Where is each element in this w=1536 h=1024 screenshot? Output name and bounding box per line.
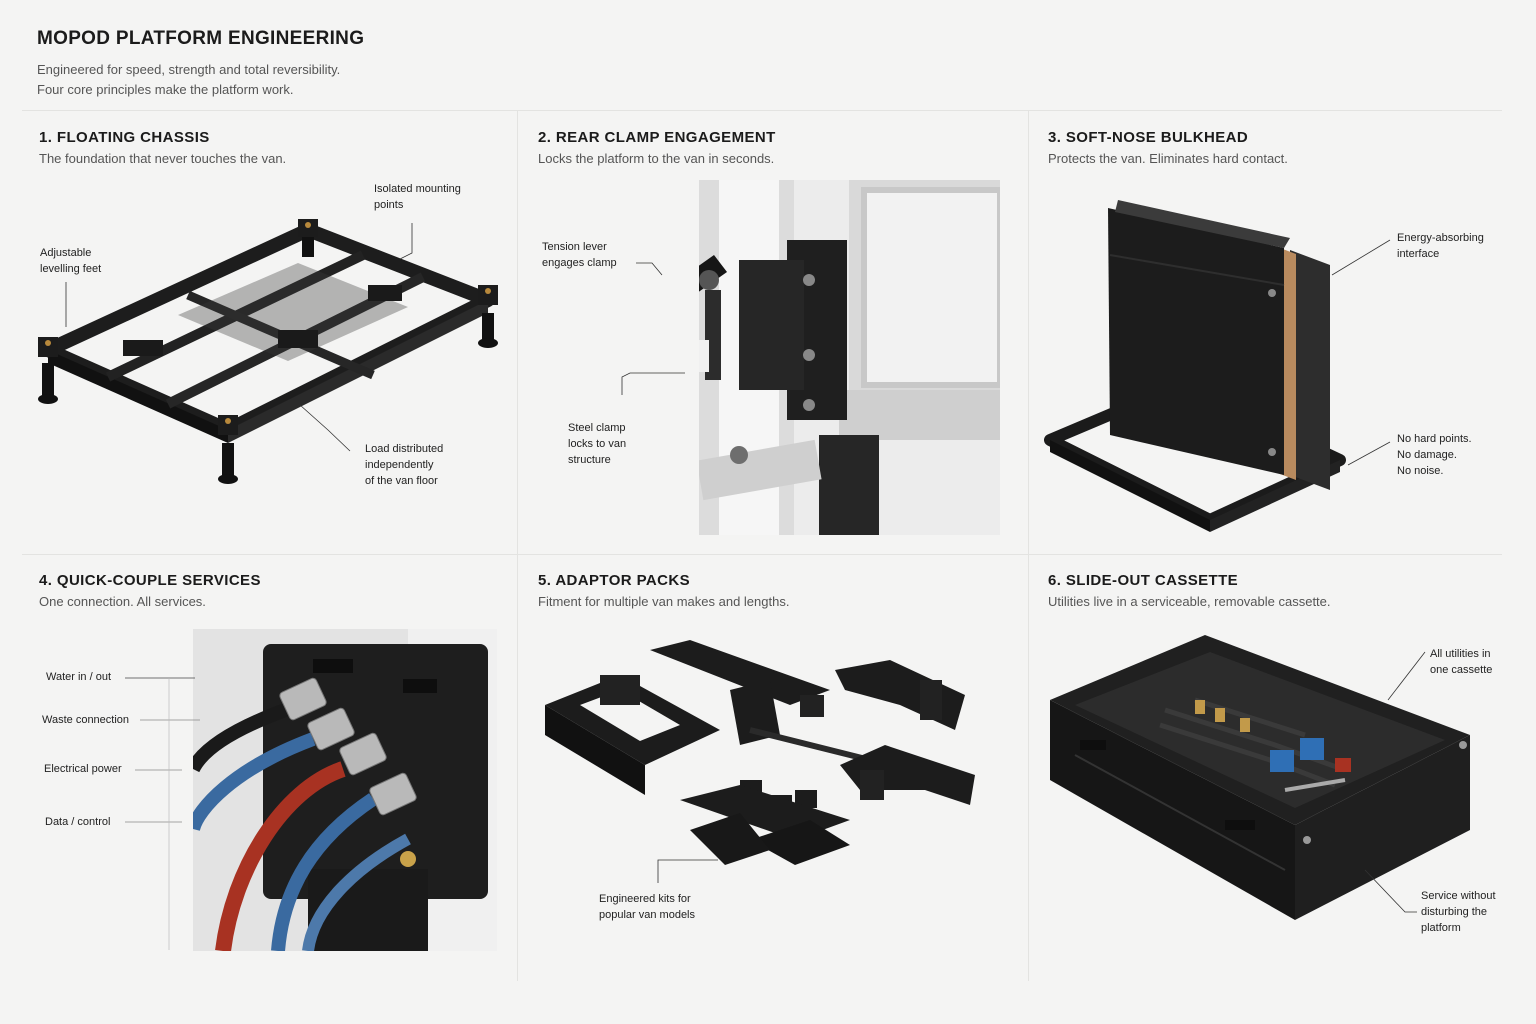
panel-title: 1. FLOATING CHASSIS	[39, 129, 210, 146]
panel-description: The foundation that never touches the va…	[39, 151, 287, 166]
panel-description: One connection. All services.	[39, 594, 206, 609]
adaptor-packs-illustration	[545, 640, 975, 883]
panel-description: Fitment for multiple van makes and lengt…	[538, 594, 790, 609]
subtitle-line-2: Four core principles make the platform w…	[37, 82, 294, 97]
quick-couple-photo	[193, 629, 497, 951]
label-no-hard-points: No hard points.No damage.No noise.	[1397, 433, 1472, 477]
panel-title: 5. ADAPTOR PACKS	[538, 572, 690, 589]
panel-description: Utilities live in a serviceable, removab…	[1048, 594, 1331, 609]
bulkhead-illustration	[1044, 200, 1391, 532]
panel-title: 6. SLIDE-OUT CASSETTE	[1048, 572, 1239, 589]
panel-description: Locks the platform to the van in seconds…	[538, 151, 775, 166]
page-subtitle: Engineered for speed, strength and total…	[37, 60, 364, 100]
subtitle-line-1: Engineered for speed, strength and total…	[37, 62, 341, 77]
label-waste: Waste connection	[42, 714, 130, 726]
label-data: Data / control	[45, 816, 111, 828]
page-title: MOPOD PLATFORM ENGINEERING	[37, 28, 365, 49]
divider-col-2	[1028, 111, 1029, 981]
page-header: MOPOD PLATFORM ENGINEERING Engineered fo…	[37, 28, 364, 100]
divider-col-1	[517, 111, 518, 981]
cassette-illustration	[1050, 635, 1470, 920]
divider-top	[22, 110, 1502, 111]
panel-description: Protects the van. Eliminates hard contac…	[1048, 151, 1288, 166]
clamp-leader-lines	[621, 262, 685, 395]
divider-middle	[22, 554, 1502, 555]
label-electrical: Electrical power	[44, 763, 122, 775]
panel-title: 3. SOFT-NOSE BULKHEAD	[1048, 129, 1249, 146]
floating-chassis-illustration	[38, 219, 498, 484]
label-water: Water in / out	[46, 671, 112, 683]
panel-title: 4. QUICK-COUPLE SERVICES	[39, 572, 261, 589]
panel-title: 2. REAR CLAMP ENGAGEMENT	[538, 129, 776, 146]
quick-couple-leader-lines	[125, 677, 200, 950]
rear-clamp-photo	[699, 180, 1000, 535]
